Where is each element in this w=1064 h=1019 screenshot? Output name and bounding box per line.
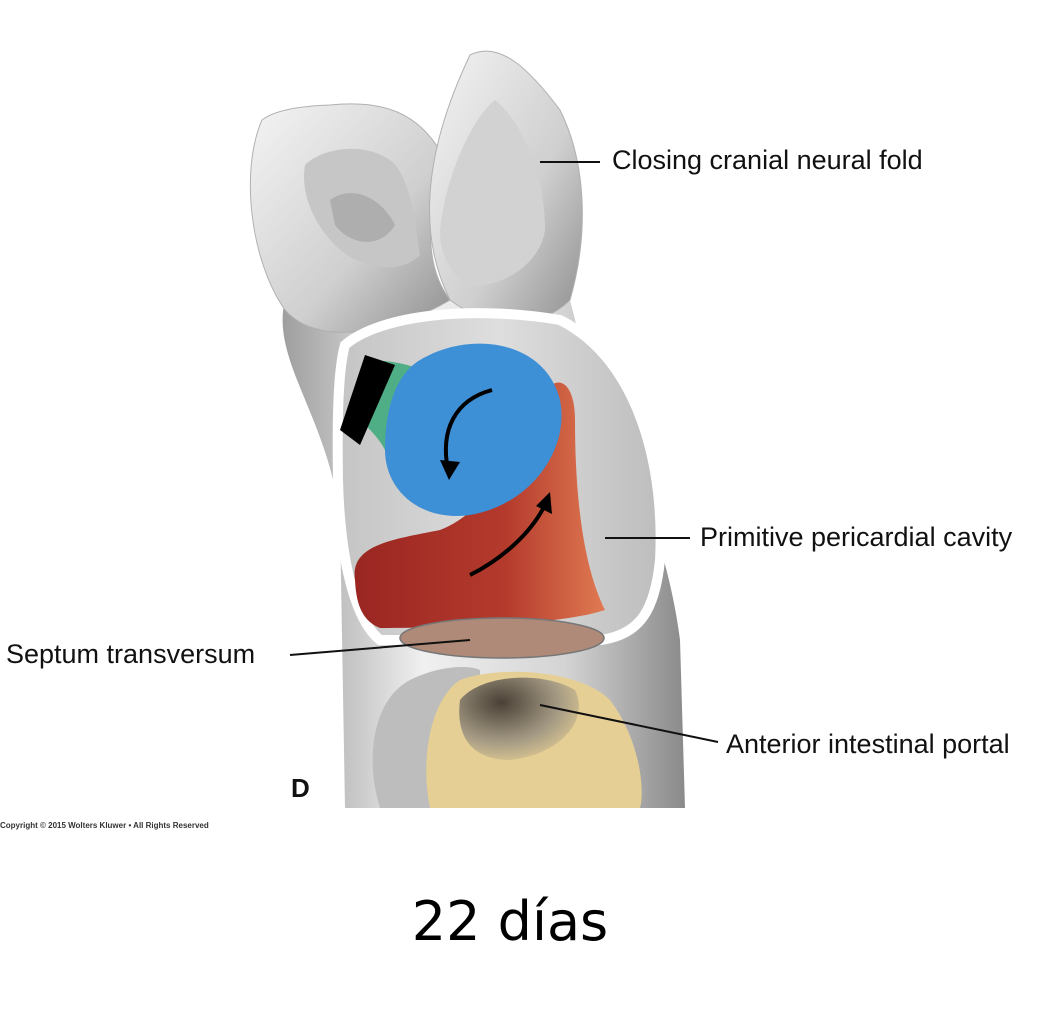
anterior-intestinal-portal	[372, 667, 642, 808]
cranial-neural-fold	[249, 50, 583, 333]
leader-lines	[289, 161, 719, 743]
label-septum-transversum: Septum transversum	[6, 639, 256, 669]
label-primitive-pericardial-cavity: Primitive pericardial cavity	[700, 522, 1013, 552]
panel-letter: D	[291, 773, 310, 803]
copyright-notice: Copyright © 2015 Wolters Kluwer • All Ri…	[0, 821, 209, 830]
septum-transversum	[399, 617, 605, 659]
caption: 22 días	[411, 890, 609, 953]
label-closing-cranial-neural-fold: Closing cranial neural fold	[612, 145, 923, 175]
label-anterior-intestinal-portal: Anterior intestinal portal	[726, 729, 1010, 759]
heart-tube	[340, 343, 605, 628]
